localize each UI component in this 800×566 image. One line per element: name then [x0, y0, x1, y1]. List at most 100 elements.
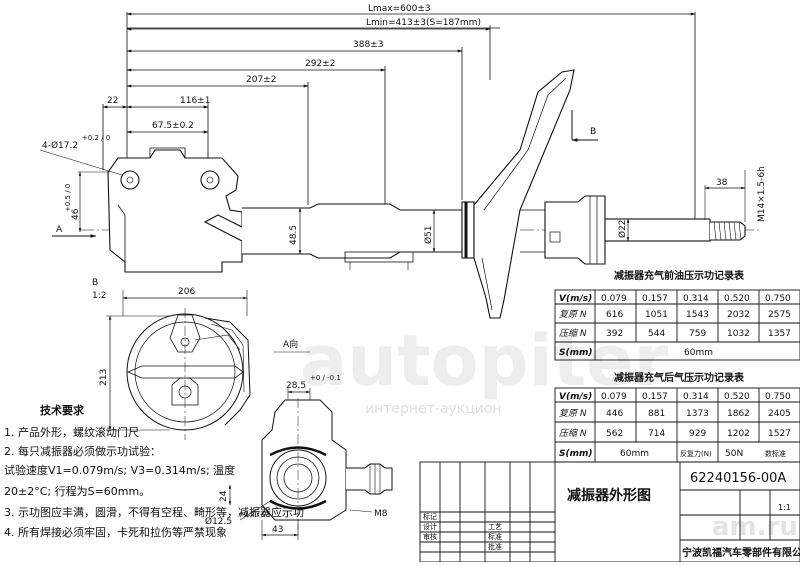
- table1-r2-2: 544: [648, 329, 665, 339]
- b-view-label: B: [92, 278, 98, 288]
- table1-r2-label: 压缩 N: [559, 328, 587, 339]
- dim-38: 38: [716, 178, 728, 188]
- dim-213: 213: [99, 369, 109, 386]
- technical-notes: 技术要求 1. 产品外形，螺纹滚动门尺 2. 每只减振器必须做示功试验： 试验速…: [4, 403, 304, 539]
- table1-r1-label: 复原 N: [559, 309, 587, 320]
- table2-r1-4: 1862: [727, 409, 750, 419]
- title-row-label-2: 设计: [423, 522, 437, 531]
- watermark-corner: am.ru: [712, 512, 798, 542]
- b-view-header: B 1:2: [92, 278, 106, 301]
- b-view-labels: 206 213: [99, 287, 195, 386]
- table2-v-2: 0.157: [642, 392, 668, 402]
- dim-phi12-5: Ø12.5: [205, 516, 232, 527]
- dim-206: 206: [178, 287, 195, 297]
- title-company: 宁波凯福汽车零部件有限公司: [682, 546, 800, 559]
- main-view-labels: 4-Ø17.2 +0.2 / 0 46 +0.5 / 0 48.5 Ø51 Ø2…: [42, 127, 767, 245]
- dim-hole-tol: +0.2 / 0: [82, 134, 110, 142]
- table1-v-5: 0.750: [765, 294, 791, 304]
- table-1: 减振器充气前油压示功记录表 V(m/s) 0.079 0.157 0.314 0…: [554, 269, 800, 361]
- table1-r1-2: 1051: [645, 310, 668, 320]
- notes-line-4: 20±2°C; 行程为S=60mm。: [4, 485, 150, 498]
- table2-s-value: 60mm: [620, 449, 649, 459]
- dim-m8: M8: [374, 509, 388, 519]
- table1-r1-5: 2575: [768, 310, 791, 320]
- title-part-no: 62240156-00A: [690, 471, 786, 486]
- table1-v-4: 0.520: [724, 294, 750, 304]
- table2-r2-2: 714: [648, 429, 665, 439]
- table1-r1-1: 616: [606, 310, 623, 320]
- table1-v-3: 0.314: [683, 294, 709, 304]
- notes-line-5: 3. 示功图应丰满，圆滑，不得有空程、畸形等，减振器应示功: [4, 505, 304, 519]
- dim-phi51: Ø51: [423, 225, 434, 244]
- table-2: 减振器充气后气压示功记录表 V(m/s) 0.079 0.157 0.314 0…: [554, 371, 800, 463]
- dim-207: 207±2: [246, 75, 276, 85]
- title-row-label-3: 审核: [423, 532, 437, 541]
- dim-116: 116±1: [180, 96, 210, 106]
- table1-s-label: S(mm): [559, 348, 592, 358]
- view-arrow-b: B: [590, 127, 596, 137]
- title-row-label-4: 工艺: [488, 523, 502, 531]
- watermark-sub: интернет-аукцион: [365, 401, 502, 417]
- dim-lmin: Lmin=413±3(S=187mm): [366, 18, 481, 28]
- title-block: 减振器外形图 62240156-00A 1:1 宁波凯福汽车零部件有限公司 标记…: [419, 461, 800, 563]
- table2-v-1: 0.079: [601, 392, 627, 402]
- dim-48-5: 48.5: [289, 225, 299, 245]
- notes-line-1: 1. 产品外形，螺纹滚动门尺: [4, 425, 139, 439]
- notes-line-6: 4. 所有焊接必须牢固，卡死和拉伤等严禁现象: [4, 525, 227, 539]
- table2-v-5: 0.750: [765, 392, 791, 402]
- table2-r2-3: 929: [689, 429, 706, 439]
- table1-v-2: 0.157: [642, 294, 668, 304]
- top-dimensions: [102, 12, 696, 240]
- dim-phi22: Ø22: [617, 219, 628, 238]
- table2-v-4: 0.520: [724, 392, 750, 402]
- table1-r2-5: 1357: [768, 329, 791, 339]
- dim-22: 22: [107, 96, 118, 106]
- table1-v-label: V(m/s): [559, 294, 592, 304]
- main-view: [39, 69, 760, 319]
- notes-heading: 技术要求: [40, 403, 85, 417]
- watermark: autopiter интернет-аукцион am.ru: [300, 320, 798, 542]
- b-view-scale: 1:2: [92, 291, 106, 301]
- table2-r1-3: 1373: [686, 409, 709, 419]
- dim-43: 43: [272, 525, 283, 535]
- table2-r1-label: 复原 N: [559, 408, 587, 419]
- table2-r1-5: 2405: [768, 409, 791, 419]
- dim-hole: 4-Ø17.2: [42, 140, 78, 151]
- view-arrow-a: A: [56, 225, 63, 235]
- dim-28-5: 28.5: [286, 381, 306, 391]
- table1-r1-4: 2032: [727, 310, 750, 320]
- table2-v-3: 0.314: [683, 392, 709, 402]
- title-part-name: 减振器外形图: [567, 487, 651, 504]
- table2-title: 减振器充气后气压示功记录表: [614, 371, 745, 384]
- table2-r1-1: 446: [606, 409, 623, 419]
- table2-v-label: V(m/s): [559, 392, 592, 402]
- dim-lmax: Lmax=600±3: [368, 4, 431, 14]
- top-dimension-labels: Lmax=600±3 Lmin=413±3(S=187mm) 388±3 292…: [107, 4, 481, 131]
- table2-extra-1: 反复力(N): [680, 449, 712, 458]
- table2-r2-label: 压缩 N: [559, 428, 587, 439]
- a-view: [228, 351, 393, 540]
- table2-r2-5: 1527: [768, 429, 791, 439]
- table2-s-label: S(mm): [559, 449, 592, 459]
- dim-67-5: 67.5±0.2: [152, 121, 194, 131]
- dim-phi12-5-tol: +0.2 / 0: [238, 510, 266, 518]
- table1-r2-4: 1032: [727, 329, 750, 339]
- table2-r2-1: 562: [606, 429, 623, 439]
- a-view-label: A向: [283, 338, 298, 350]
- table1-v-1: 0.079: [601, 294, 627, 304]
- table2-r1-2: 881: [648, 409, 665, 419]
- dim-28-5-tol: +0 / -0.1: [310, 374, 341, 382]
- table1-r1-3: 1543: [686, 310, 709, 320]
- table2-extra-3: 数标准: [765, 449, 786, 458]
- dim-46-tol: +0.5 / 0: [64, 184, 72, 212]
- dim-388: 388±3: [353, 40, 383, 50]
- table1-s-value: 60mm: [684, 348, 713, 358]
- title-row-label-6: 批准: [488, 542, 502, 551]
- title-row-label-1: 标记: [423, 512, 437, 521]
- table1-r2-3: 759: [689, 329, 706, 339]
- b-view: [106, 290, 251, 440]
- dim-46: 46: [71, 208, 81, 220]
- table2-extra-2: 50N: [725, 449, 743, 459]
- dim-24: 24: [219, 490, 229, 502]
